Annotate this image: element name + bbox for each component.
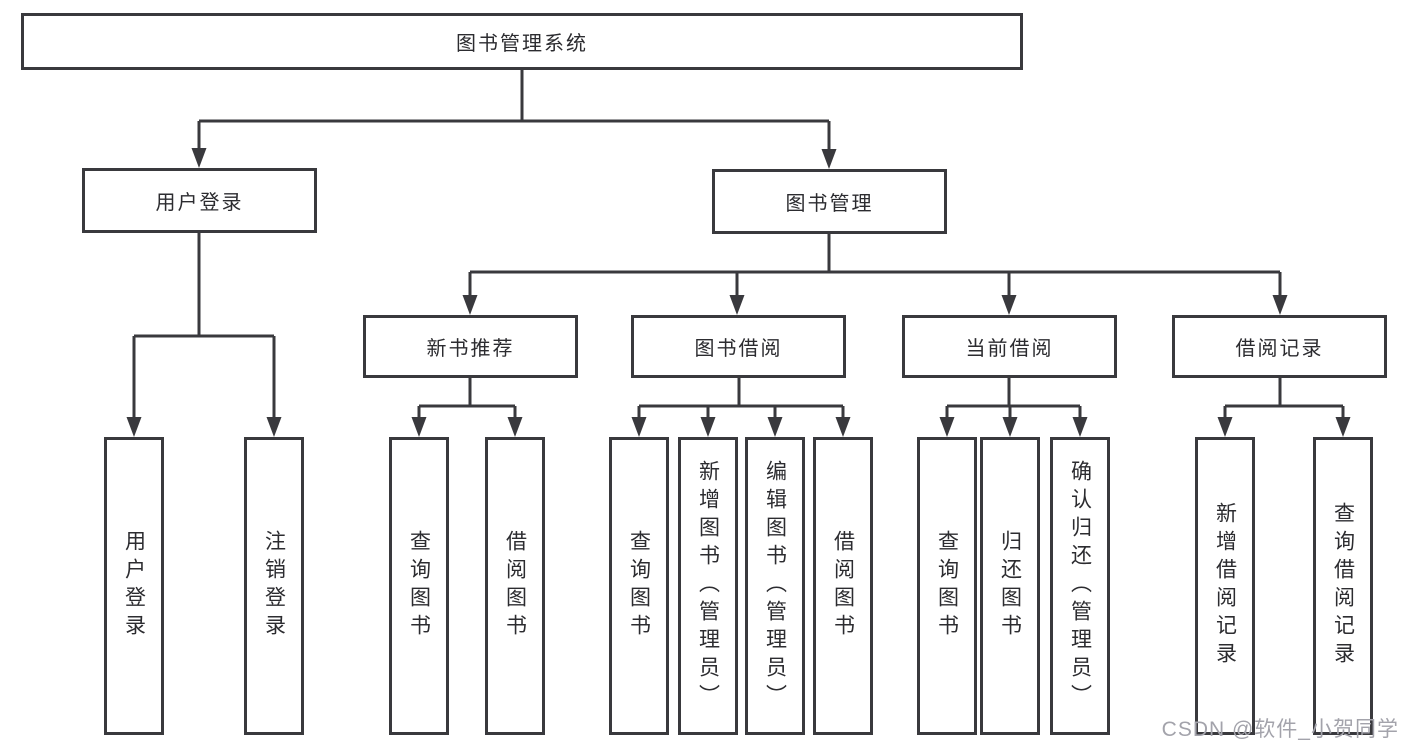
leaf-query-borrow-record-label: 查询借阅记录 [1331, 502, 1355, 670]
leaf-edit-books-admin: 编辑图书（管理员） [745, 437, 805, 735]
node-root-label: 图书管理系统 [456, 33, 588, 55]
leaf-return-books: 归还图书 [980, 437, 1040, 735]
leaf-query-books-current-label: 查询图书 [935, 530, 959, 642]
node-book-management: 图书管理 [712, 169, 947, 234]
leaf-borrow-books: 借阅图书 [813, 437, 873, 735]
leaf-query-books-newrec: 查询图书 [389, 437, 449, 735]
node-book-borrow-label: 图书借阅 [694, 338, 783, 360]
leaf-logout-label: 注销登录 [262, 530, 286, 642]
leaf-confirm-return-admin-label: 确认归还（管理员） [1068, 460, 1092, 712]
leaf-add-borrow-record: 新增借阅记录 [1195, 437, 1255, 735]
leaf-query-books-borrow-label: 查询图书 [627, 530, 651, 642]
node-current-borrow-label: 当前借阅 [965, 338, 1054, 360]
leaf-query-borrow-record: 查询借阅记录 [1313, 437, 1373, 735]
node-root: 图书管理系统 [21, 13, 1023, 70]
leaf-add-books-admin-label: 新增图书（管理员） [696, 460, 720, 712]
node-borrow-records: 借阅记录 [1172, 315, 1387, 378]
leaf-confirm-return-admin: 确认归还（管理员） [1050, 437, 1110, 735]
node-borrow-records-label: 借阅记录 [1235, 338, 1324, 360]
leaf-query-books-borrow: 查询图书 [609, 437, 669, 735]
leaf-borrow-books-label: 借阅图书 [831, 530, 855, 642]
leaf-borrow-books-newrec-label: 借阅图书 [503, 530, 527, 642]
leaf-query-books-current: 查询图书 [917, 437, 977, 735]
leaf-add-books-admin: 新增图书（管理员） [678, 437, 738, 735]
node-user-login-label: 用户登录 [155, 192, 244, 214]
node-user-login: 用户登录 [82, 168, 317, 233]
node-book-borrow: 图书借阅 [631, 315, 846, 378]
leaf-edit-books-admin-label: 编辑图书（管理员） [763, 460, 787, 712]
leaf-user-login: 用户登录 [104, 437, 164, 735]
leaf-query-books-newrec-label: 查询图书 [407, 530, 431, 642]
leaf-logout: 注销登录 [244, 437, 304, 735]
node-new-book-recommend: 新书推荐 [363, 315, 578, 378]
leaf-add-borrow-record-label: 新增借阅记录 [1213, 502, 1237, 670]
leaf-borrow-books-newrec: 借阅图书 [485, 437, 545, 735]
node-book-management-label: 图书管理 [785, 193, 874, 215]
leaf-return-books-label: 归还图书 [998, 530, 1022, 642]
leaf-user-login-label: 用户登录 [122, 530, 146, 642]
node-new-book-recommend-label: 新书推荐 [426, 338, 515, 360]
node-current-borrow: 当前借阅 [902, 315, 1117, 378]
